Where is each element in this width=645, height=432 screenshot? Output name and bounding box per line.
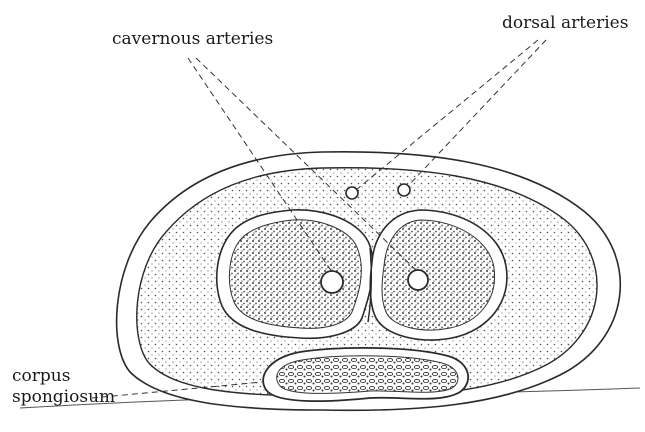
label-cavernous-arteries: cavernous arteries (112, 29, 273, 49)
label-dorsal-arteries: dorsal arteries (502, 13, 628, 33)
label-spongiosum: spongiosum (12, 387, 115, 407)
left-dorsal-artery (346, 187, 358, 199)
left-cavernous-artery (321, 271, 343, 293)
label-corpus: corpus (12, 366, 70, 386)
right-cavernous-artery (408, 270, 428, 290)
